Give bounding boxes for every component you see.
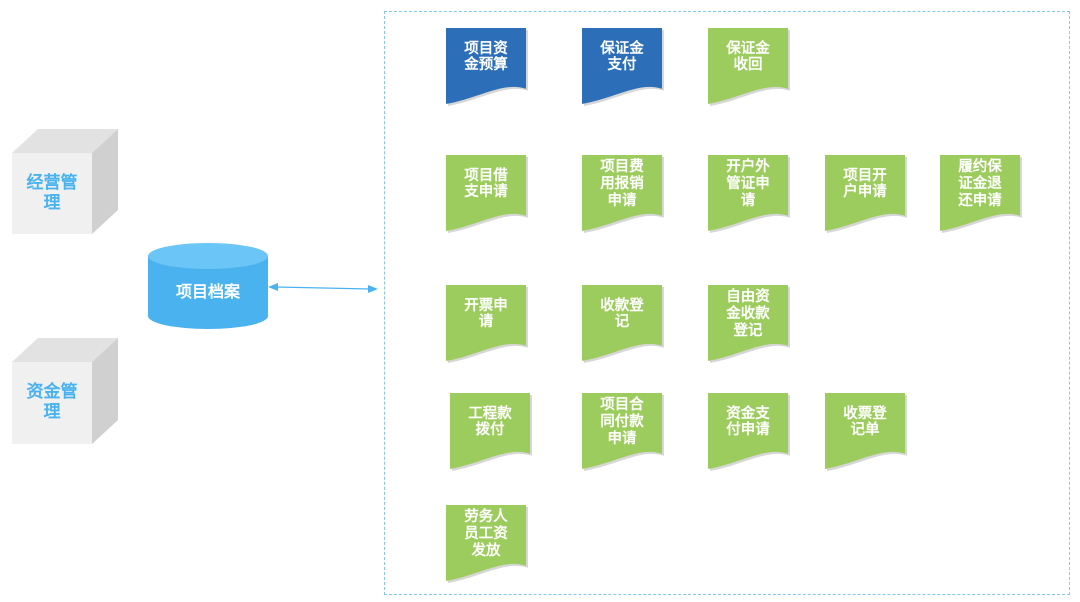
cube-front [12,153,92,234]
document-label: 劳务人 员工资 发放 [464,509,508,559]
cube-top [12,129,118,153]
document-label: 履约保 证金退 还申请 [958,159,1002,209]
document-shape [450,393,530,469]
document-label: 开户外 管证申 请 [726,159,770,209]
cube-front [12,362,92,444]
document-label: 项目资 金预算 [464,40,508,74]
document-shape [940,155,1020,231]
archive-label: 项目档案 [175,281,240,301]
document-shape [446,28,526,104]
document-shape [825,155,905,231]
document-label: 收款登 记 [600,297,644,331]
cube-block-business [12,129,118,234]
document-label: 收票登 记单 [843,405,887,439]
document-label: 项目开 户申请 [843,167,887,201]
arrow-line [275,286,371,290]
document-label: 保证金 收回 [726,40,770,74]
document-shape [708,28,788,104]
document-shape [446,285,526,361]
document-label: 自由资 金收款 登记 [726,289,770,339]
process-frame [384,11,1070,595]
block-label-business: 经营管 理 [26,172,78,213]
document-shape [825,393,905,469]
document-label: 资金支 付申请 [726,405,770,439]
arrow-head-left [268,283,278,291]
document-shape [708,155,788,231]
cube-block-funds [12,338,118,444]
document-shape [582,155,662,231]
cylinder-body [148,256,268,329]
document-label: 保证金 支付 [600,40,644,74]
document-label: 项目费 用报销 申请 [600,159,644,209]
arrow-head-right [368,285,378,293]
archive-cylinder [148,243,268,329]
document-shape [708,285,788,361]
link-arrow [268,283,378,293]
document-shape [446,505,526,581]
document-label: 工程款 拨付 [468,405,512,439]
cube-side [92,338,118,444]
document-shape [582,28,662,104]
cylinder-top [148,243,268,269]
document-shapes [446,28,1022,583]
block-label-funds: 资金管 理 [26,382,78,422]
document-label: 开票申 请 [464,297,508,331]
cube-side [92,129,118,234]
document-shape [582,285,662,361]
document-label: 项目合 同付款 申请 [600,397,644,447]
document-shape [582,393,662,469]
document-shape [446,155,526,231]
document-shape [708,393,788,469]
cube-top [12,338,118,362]
document-label: 项目借 支申请 [464,167,508,201]
